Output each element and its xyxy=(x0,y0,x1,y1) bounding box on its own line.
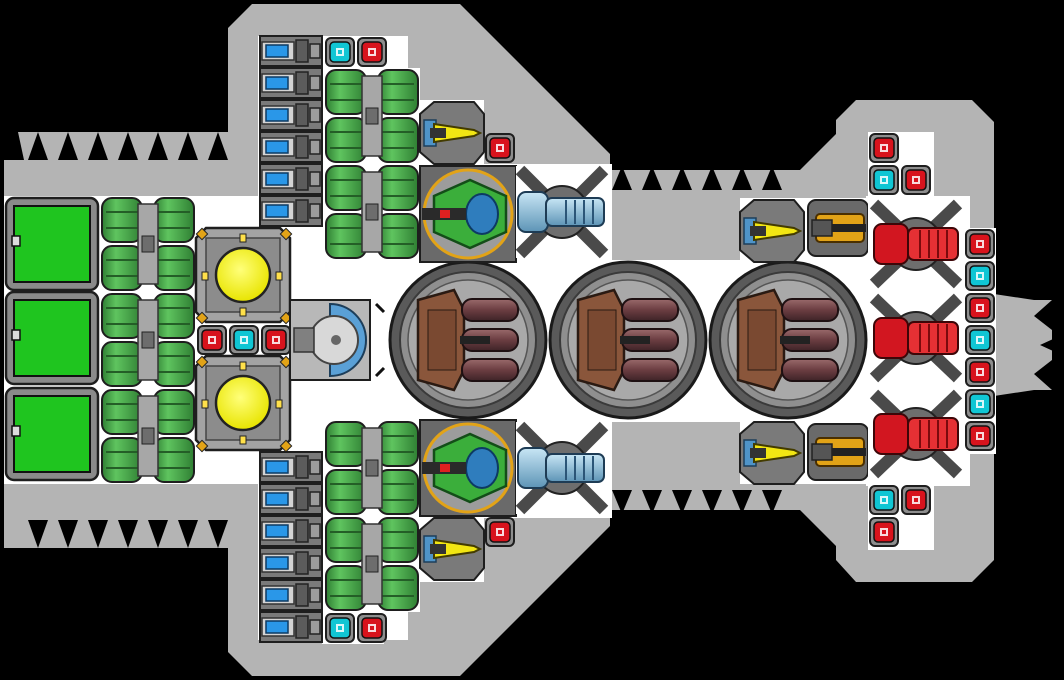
battery-cell[interactable] xyxy=(259,579,323,611)
reactor[interactable] xyxy=(194,226,293,325)
cyan-chip[interactable] xyxy=(965,261,995,291)
ice-cannon[interactable] xyxy=(515,421,609,515)
tank-stack[interactable] xyxy=(100,388,196,484)
red-chip[interactable] xyxy=(485,133,515,163)
tank-stack[interactable] xyxy=(100,196,196,292)
red-chip[interactable] xyxy=(197,325,227,355)
light-laser[interactable] xyxy=(739,421,805,485)
cyan-chip[interactable] xyxy=(869,485,899,515)
red-chip[interactable] xyxy=(869,133,899,163)
light-laser[interactable] xyxy=(419,517,485,581)
red-chip[interactable] xyxy=(901,165,931,195)
battery-cell[interactable] xyxy=(259,611,323,643)
light-laser[interactable] xyxy=(739,199,805,263)
red-chip[interactable] xyxy=(965,293,995,323)
reactor[interactable] xyxy=(194,354,293,453)
red-chip[interactable] xyxy=(965,357,995,387)
battery-cell[interactable] xyxy=(259,547,323,579)
battery-cell[interactable] xyxy=(259,67,323,99)
tank-stack[interactable] xyxy=(324,68,420,164)
red-thruster[interactable] xyxy=(868,198,964,290)
cyan-chip[interactable] xyxy=(229,325,259,355)
tank-stack[interactable] xyxy=(100,292,196,388)
red-chip[interactable] xyxy=(485,517,515,547)
battery-cell[interactable] xyxy=(259,195,323,227)
cyan-chip[interactable] xyxy=(869,165,899,195)
gold-gun[interactable] xyxy=(807,199,869,257)
cyan-chip[interactable] xyxy=(965,389,995,419)
red-chip[interactable] xyxy=(357,37,387,67)
main-turret[interactable] xyxy=(548,260,708,420)
red-chip[interactable] xyxy=(965,421,995,451)
tank-stack[interactable] xyxy=(324,420,420,516)
red-thruster[interactable] xyxy=(868,388,964,480)
red-chip[interactable] xyxy=(261,325,291,355)
plasma-turret[interactable] xyxy=(419,419,517,517)
battery-cell[interactable] xyxy=(259,35,323,67)
cargo-bay[interactable] xyxy=(4,386,100,482)
red-chip[interactable] xyxy=(965,229,995,259)
red-chip[interactable] xyxy=(357,613,387,643)
red-thruster[interactable] xyxy=(868,292,964,384)
cyan-chip[interactable] xyxy=(325,37,355,67)
battery-cell[interactable] xyxy=(259,483,323,515)
modules-layer xyxy=(4,35,995,643)
red-chip[interactable] xyxy=(869,517,899,547)
battery-cell[interactable] xyxy=(259,99,323,131)
red-chip[interactable] xyxy=(901,485,931,515)
battery-cell[interactable] xyxy=(259,515,323,547)
ice-cannon[interactable] xyxy=(515,165,609,259)
tank-stack[interactable] xyxy=(324,516,420,612)
gold-gun[interactable] xyxy=(807,423,869,481)
shield-generator[interactable] xyxy=(289,299,386,381)
battery-cell[interactable] xyxy=(259,131,323,163)
cargo-bay[interactable] xyxy=(4,290,100,386)
tank-stack[interactable] xyxy=(324,164,420,260)
cargo-bay[interactable] xyxy=(4,196,100,292)
main-turret[interactable] xyxy=(388,260,548,420)
plasma-turret[interactable] xyxy=(419,165,517,263)
battery-cell[interactable] xyxy=(259,163,323,195)
main-turret[interactable] xyxy=(708,260,868,420)
light-laser[interactable] xyxy=(419,101,485,165)
cyan-chip[interactable] xyxy=(325,613,355,643)
battery-cell[interactable] xyxy=(259,451,323,483)
cyan-chip[interactable] xyxy=(965,325,995,355)
